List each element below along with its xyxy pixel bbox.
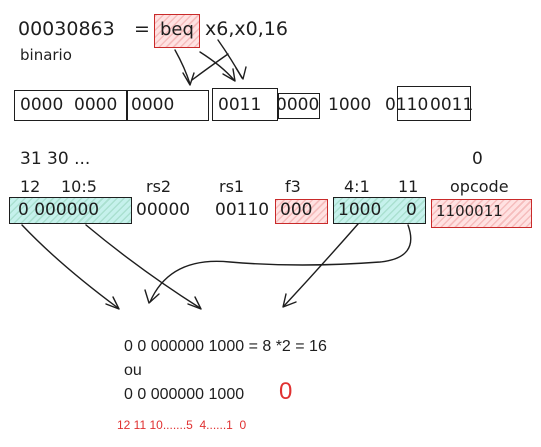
rs2-value: 00000 xyxy=(136,200,191,220)
binary-box-5 xyxy=(397,86,471,121)
mnemonic-text: beq xyxy=(160,19,194,40)
imm-4-1-value: 1000 xyxy=(338,200,382,220)
field-label-f3: f3 xyxy=(285,177,301,196)
arrow-operands-to-binary-a xyxy=(199,51,235,81)
rs1-value: 00110 xyxy=(215,200,270,220)
imm-4-1-11-box xyxy=(333,197,426,224)
arrow-imm12-to-result xyxy=(21,224,119,309)
f3-box xyxy=(275,199,328,224)
field-label-rs2: rs2 xyxy=(146,177,172,196)
result-bit-positions: 12 11 10.......5 4......1 0 xyxy=(117,418,247,432)
field-label-11: 11 xyxy=(398,177,419,196)
binary-group-1: 0000 xyxy=(20,95,64,115)
mnemonic-box xyxy=(154,14,200,48)
operands-text: x6,x0,16 xyxy=(205,18,288,40)
arrow-imm10-5-to-result xyxy=(85,224,201,309)
arrow-beq-to-binary xyxy=(174,49,191,85)
binary-box-4 xyxy=(278,93,320,119)
instruction-address: 00030863 xyxy=(18,18,115,40)
binary-group-7: 0110 xyxy=(385,95,429,115)
field-label-12: 12 xyxy=(20,177,41,196)
field-label-4-1: 4:1 xyxy=(344,177,370,196)
binary-group-5: 0000 xyxy=(276,95,320,115)
binary-box-3 xyxy=(212,88,278,121)
binary-group-3: 0000 xyxy=(131,95,175,115)
opcode-box xyxy=(431,199,532,228)
result-line-1: 0 0 000000 1000 = 8 *2 = 16 xyxy=(124,338,327,355)
field-label-rs1: rs1 xyxy=(219,177,245,196)
equals-sign: = xyxy=(134,18,150,40)
binary-box-2 xyxy=(127,90,209,121)
binary-box-1 xyxy=(14,90,127,121)
arrow-imm11-to-result xyxy=(149,224,412,303)
binary-group-8: 0011 xyxy=(430,95,474,115)
bit-label-31-30: 31 30 ... xyxy=(20,149,91,169)
bit-label-0: 0 xyxy=(472,149,483,169)
opcode-value: 1100011 xyxy=(436,202,503,220)
result-shift-zero: 0 xyxy=(279,378,293,405)
result-line-3: 0 0 000000 1000 xyxy=(124,386,245,403)
binario-label: binario xyxy=(20,46,72,64)
imm-12-10-5-box xyxy=(9,197,132,224)
result-line-2: ou xyxy=(124,362,142,379)
binary-group-2: 0000 xyxy=(74,95,118,115)
imm-11-value: 0 xyxy=(406,200,417,220)
f3-value: 000 xyxy=(280,200,313,220)
binary-group-6: 1000 xyxy=(328,95,372,115)
field-label-10-5: 10:5 xyxy=(61,177,97,196)
field-label-opcode: opcode xyxy=(450,177,509,196)
binary-group-4: 0011 xyxy=(218,95,262,115)
imm-12-10-5-value: 0 000000 xyxy=(18,200,100,220)
